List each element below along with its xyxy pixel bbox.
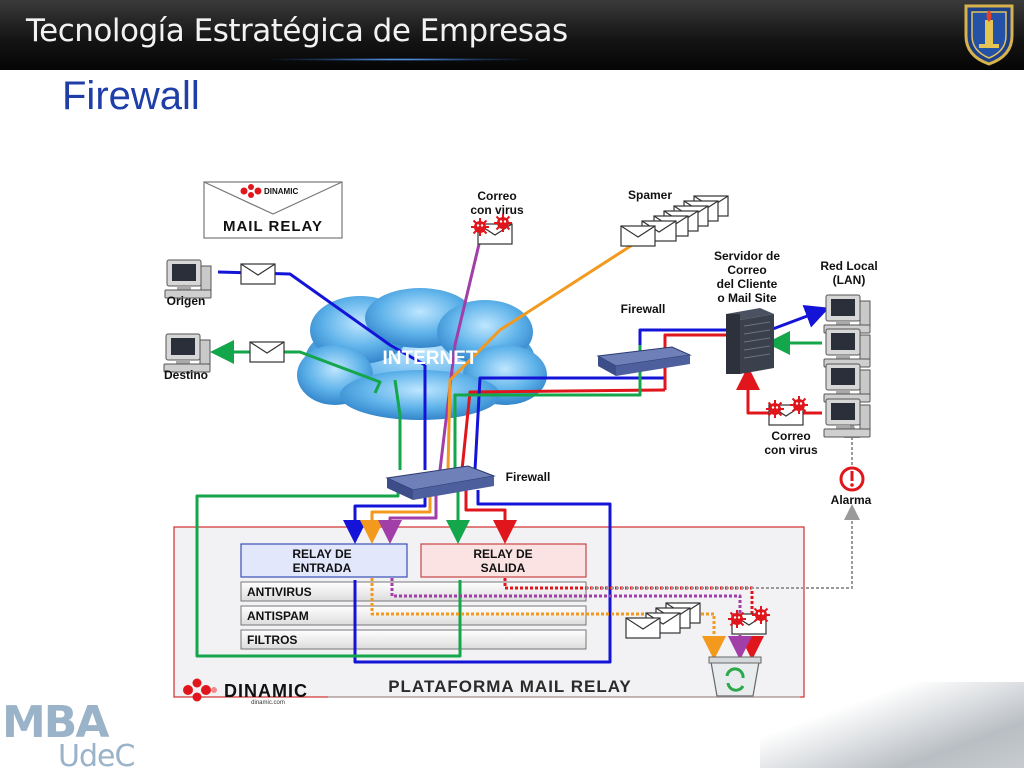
lan-computer-icon-1 — [823, 294, 871, 334]
plataforma-label: PLATAFORMA MAIL RELAY — [388, 677, 632, 696]
correo-virus-top-line1: Correo — [477, 189, 516, 203]
blue-loop — [353, 490, 612, 664]
decorative-corner — [760, 682, 1024, 768]
destino-computer-icon — [163, 333, 211, 373]
red-local-line2: (LAN) — [833, 273, 866, 287]
header-bar: Tecnología Estratégica de Empresas — [0, 0, 1024, 70]
origen-label: Origen — [167, 294, 206, 308]
mba-udec-logo: MBA UdeC — [2, 697, 135, 774]
server-rack-icon — [726, 308, 774, 374]
internet-label: INTERNET — [383, 348, 478, 369]
correo-virus-top-line2: con virus — [470, 203, 524, 217]
spam-line — [499, 238, 641, 332]
trunk-green — [393, 379, 402, 470]
trunk-purple — [438, 344, 457, 471]
lan-computer-icon-3 — [823, 363, 871, 403]
lan-computer-icon-2 — [823, 328, 871, 368]
fw-server-red — [663, 333, 728, 390]
orange-process — [370, 578, 726, 660]
spamer-label: Spamer — [628, 188, 672, 202]
firewall-right-icon — [596, 346, 692, 376]
dinamic-url-text: dinamic.com — [251, 700, 285, 706]
platform-virus-bug-icon — [727, 609, 747, 629]
servidor-line4: o Mail Site — [717, 291, 777, 305]
down-purple-entrada — [378, 490, 438, 544]
filtros-label: FILTROS — [247, 633, 297, 647]
origen-envelope-icon — [240, 263, 276, 285]
mail-relay-logo-brand: DINAMIC — [264, 187, 298, 196]
down-orange-entrada — [360, 490, 432, 544]
correo-virus-right-line2: con virus — [764, 443, 818, 457]
slide-title: Firewall — [62, 74, 200, 118]
relay-entrada-box — [240, 543, 408, 578]
relay-salida-box — [420, 543, 587, 578]
servidor-line1: Servidor de — [714, 249, 780, 263]
origen-computer-icon — [164, 259, 212, 299]
down-blue-entrada — [343, 490, 427, 544]
trunk-orange — [446, 328, 502, 471]
mail-relay-logo-text: MAIL RELAY — [223, 218, 323, 235]
header-title: Tecnología Estratégica de Empresas — [26, 13, 568, 49]
destino-envelope-icon — [249, 341, 285, 363]
gray-alarm — [586, 504, 860, 589]
spam-envelopes-icon — [620, 195, 729, 247]
trunk-red — [460, 388, 666, 471]
red-local-line1: Red Local — [820, 259, 877, 273]
university-crest-icon — [964, 4, 1014, 66]
alarma-label: Alarma — [831, 493, 872, 507]
server-lan-blue — [769, 304, 830, 332]
firewall-center-icon — [385, 465, 496, 500]
header-glow — [270, 58, 530, 61]
servidor-line2: Correo — [727, 263, 766, 277]
relay-salida-line1: RELAY DE — [473, 547, 532, 561]
relay-salida-line2: SALIDA — [481, 561, 526, 575]
mba-logo-bottom: UdeC — [58, 739, 135, 774]
mail-relay-logo: DINAMIC MAIL RELAY — [203, 181, 343, 239]
dinamic-brand-text: DINAMIC — [224, 681, 308, 701]
firewall-right-label: Firewall — [621, 302, 666, 316]
antivirus-label: ANTIVIRUS — [247, 585, 312, 599]
green-loop — [195, 490, 462, 658]
virus-bug-icon-2 — [493, 213, 513, 233]
right-virus-bug-icon-2 — [789, 395, 809, 415]
lan-computer-icon-4 — [823, 398, 871, 438]
alarm-icon — [839, 466, 865, 492]
virus-bug-icon — [470, 217, 490, 237]
virus-line — [453, 239, 482, 346]
firewall-center-label: Firewall — [506, 470, 551, 484]
trunk-blue-2 — [473, 376, 665, 471]
mba-logo-top: MBA — [2, 697, 109, 748]
fw-server-blue — [638, 328, 728, 345]
relay-entrada-line1: RELAY DE — [292, 547, 351, 561]
destino-label: Destino — [164, 368, 208, 382]
platform-virus-bug-icon-2 — [751, 605, 771, 625]
recycle-bin-icon — [708, 656, 762, 697]
dinamic-logo — [183, 678, 217, 702]
correo-virus-right-line1: Correo — [771, 429, 810, 443]
down-red-salida — [464, 490, 517, 544]
right-virus-bug-icon — [765, 399, 785, 419]
relay-entrada-line2: ENTRADA — [293, 561, 352, 575]
filtros-box — [240, 629, 587, 650]
servidor-line3: del Cliente — [717, 277, 778, 291]
antispam-label: ANTISPAM — [247, 609, 309, 623]
